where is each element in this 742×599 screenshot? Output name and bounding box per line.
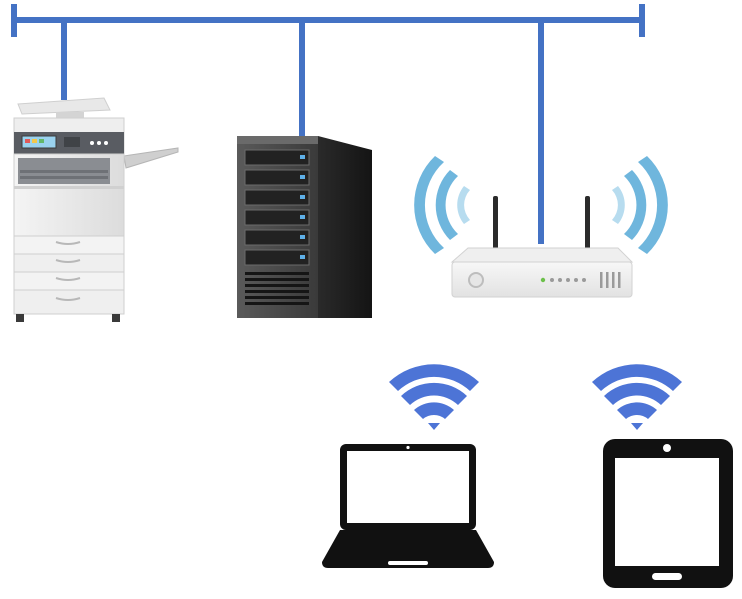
multifunction-printer-icon: [13, 97, 179, 322]
router-signal-waves-left: [414, 156, 470, 254]
wifi-icon-tablet: [592, 364, 682, 430]
laptop-icon: [322, 444, 494, 568]
network-bus: [11, 4, 645, 244]
tower-server-icon: [237, 136, 372, 318]
tablet-icon: [603, 439, 733, 588]
router-signal-waves-right: [612, 156, 668, 254]
wifi-icon-laptop: [389, 364, 479, 430]
wireless-router-icon: [450, 196, 634, 298]
